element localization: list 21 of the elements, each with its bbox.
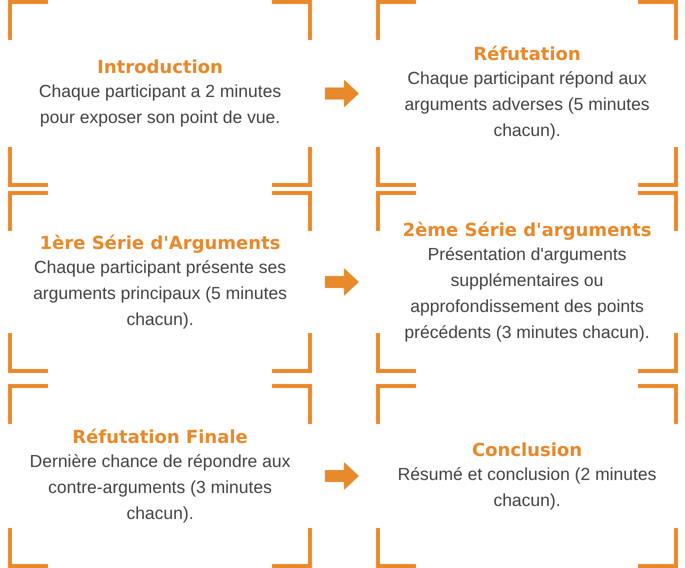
step-description: Résumé et conclusion (2 minutes chacun).	[396, 462, 658, 512]
bracket-frame	[10, 386, 310, 566]
step-title: Introduction	[97, 57, 223, 78]
step-title: Réfutation	[473, 44, 581, 65]
bracket-frame	[378, 193, 676, 371]
step-description: Chaque participant a 2 minutes pour exposer son point de vue.	[38, 80, 282, 129]
step-description: Présentation d'arguments supplémentaires ou approfondissement des points précédents (3 minutes chacun).	[403, 242, 651, 344]
step-title: 2ème Série d'arguments	[402, 220, 652, 240]
step-description: Chaque participant présente ses arguments principaux (5 minutes chacun).	[32, 256, 288, 331]
bracket-frame	[378, 386, 676, 566]
step-title: 1ère Série d'Arguments	[40, 232, 280, 254]
arrow	[324, 80, 359, 108]
arrow	[324, 462, 359, 490]
step-title: Réfutation Finale	[72, 426, 248, 448]
bracket-frame	[10, 193, 310, 371]
step-description: Chaque participant répond aux arguments adverses (5 minutes chacun).	[403, 67, 651, 142]
bracket-frame	[378, 2, 676, 185]
step-title: Conclusion	[472, 440, 582, 460]
step-description: Dernière chance de répondre aux contre-arguments (3 minutes chacun).	[28, 450, 292, 525]
arrow	[324, 268, 359, 296]
bracket-frame	[10, 2, 310, 185]
